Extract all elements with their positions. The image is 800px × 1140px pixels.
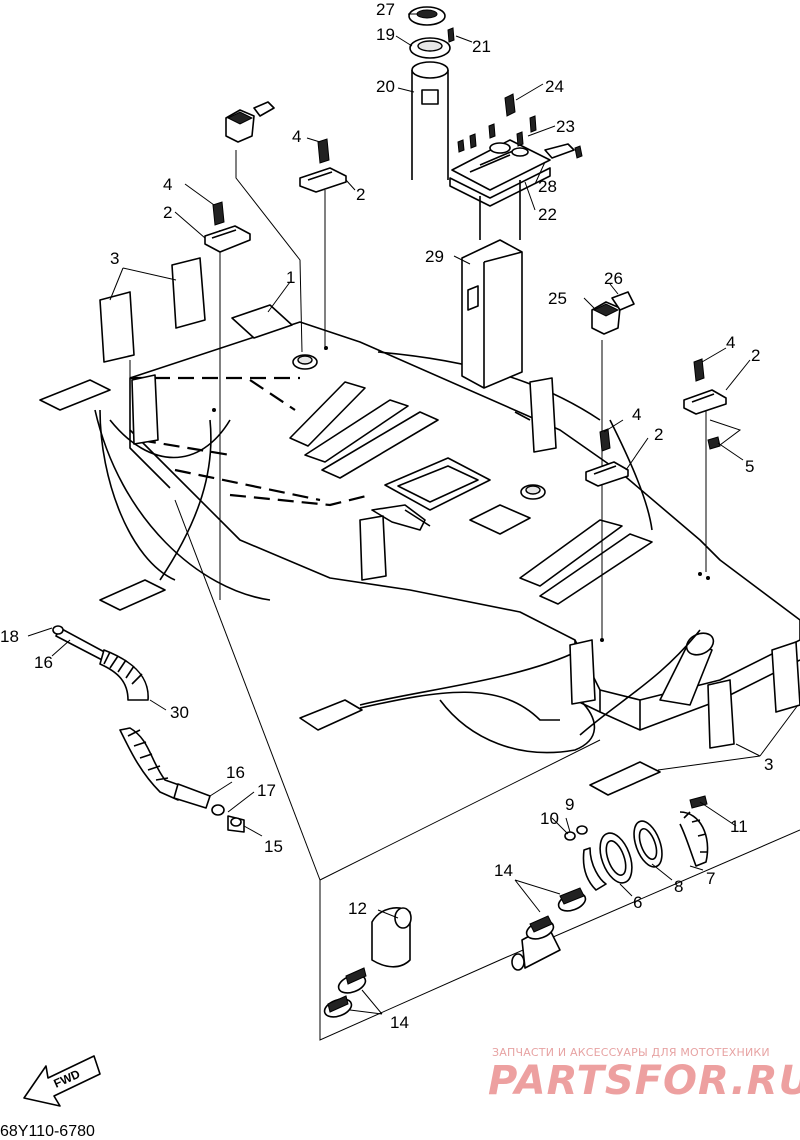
callout-16: 16 [34,653,53,672]
watermark-logo-text: PARTSFOR.RU [488,1058,800,1104]
callout-8: 8 [674,877,683,896]
outlet-assembly [323,795,709,1018]
callout-6: 6 [633,893,642,912]
callout-2: 2 [163,203,172,222]
fuel-pump-assembly [408,6,583,389]
watermark-logo: ЗАПЧАСТИ И АКСЕССУАРЫ ДЛЯ МОТОТЕХНИКИ PA… [488,1046,800,1104]
assembly-lines [129,150,800,1041]
diagram-code: 68Y110-6780 [0,1123,95,1140]
callout-2: 2 [356,185,365,204]
callout-10: 10 [540,809,559,828]
callout-28: 28 [538,177,557,196]
callout-15: 15 [264,837,283,856]
hose-assembly [52,625,245,833]
callout-23: 23 [556,117,575,136]
callout-2: 2 [751,346,760,365]
callout-26: 26 [604,269,623,288]
watermark-tagline: ЗАПЧАСТИ И АКСЕССУАРЫ ДЛЯ МОТОТЕХНИКИ [492,1046,770,1059]
callout-19: 19 [376,25,395,44]
callout-4: 4 [163,175,172,194]
callout-14: 14 [494,861,513,880]
callout-7: 7 [706,869,715,888]
callout-27: 27 [376,0,395,19]
callout-16: 16 [226,763,245,782]
callout-9: 9 [565,795,574,814]
brackets [204,167,727,487]
callout-17: 17 [257,781,276,800]
fwd-arrow-icon: FWD [23,1055,101,1107]
callout-4: 4 [632,405,641,424]
callout-1: 1 [286,268,295,287]
leader-lines [27,13,799,1015]
fuel-tank[interactable] [129,321,800,731]
foam-pads [39,257,800,796]
curved-arrows [94,351,701,754]
callout-22: 22 [538,205,557,224]
callout-25: 25 [548,289,567,308]
callout-12: 12 [348,899,367,918]
callout-24: 24 [545,77,564,96]
callout-11: 11 [730,817,748,836]
bolts [212,138,721,452]
callout-2: 2 [654,425,663,444]
callout-3: 3 [764,755,773,774]
routing-dashes [130,376,371,507]
sender-units [225,101,635,335]
callout-4: 4 [726,333,735,352]
callouts: 1 2 2 2 2 3 3 4 4 4 4 5 6 7 8 9 10 11 12… [0,0,773,1032]
callout-18: 18 [0,627,19,646]
callout-3: 3 [110,249,119,268]
callout-30: 30 [170,703,189,722]
callout-14: 14 [390,1013,409,1032]
callout-29: 29 [425,247,444,266]
callout-21: 21 [472,37,491,56]
callout-4: 4 [292,127,301,146]
callout-20: 20 [376,77,395,96]
callout-5: 5 [745,457,754,476]
